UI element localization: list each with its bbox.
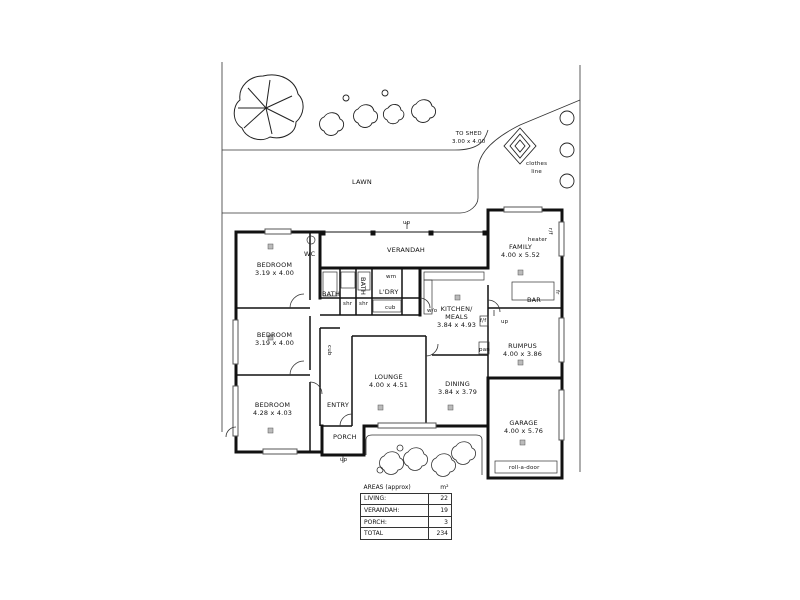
room-bath-2: BATH <box>359 277 367 296</box>
verandah-outline <box>319 230 489 269</box>
room-laundry: L'DRY <box>379 288 399 296</box>
step-up-label-rumpus: up <box>501 319 509 325</box>
room-kitchen-meals: KITCHEN/ MEALS 3.84 x 4.93 <box>437 305 476 329</box>
room-name-line2: MEALS <box>445 313 469 321</box>
fridge-label-bar: fr <box>554 290 560 295</box>
room-size: 4.00 x 3.86 <box>503 350 543 358</box>
shrub-row-top <box>319 89 437 136</box>
area-label: TOTAL <box>360 527 429 540</box>
front-garden <box>365 434 483 477</box>
room-dining: DINING 3.84 x 3.79 <box>438 380 477 396</box>
room-size: 3.19 x 4.00 <box>255 269 295 277</box>
clothesline-label: clothes line <box>526 160 547 176</box>
lawn-label: LAWN <box>352 178 372 186</box>
room-verandah: VERANDAH <box>387 246 425 254</box>
area-value: 234 <box>427 527 453 540</box>
room-name: BEDROOM <box>256 331 293 339</box>
room-name: DINING <box>445 380 470 388</box>
room-name: BEDROOM <box>256 261 293 269</box>
table-row: VERANDAH: 19 <box>360 504 453 517</box>
shed-label: TO SHED 3.00 x 4.00 <box>452 130 485 146</box>
room-garage: GARAGE 4.00 x 5.76 <box>504 419 543 435</box>
step-arrows <box>342 222 495 463</box>
clothesline-icon <box>503 127 537 165</box>
room-bar: BAR <box>527 296 542 304</box>
shower-label-1: shr <box>343 301 353 307</box>
fixtures <box>306 235 558 474</box>
room-lounge: LOUNGE 4.00 x 4.51 <box>369 373 408 389</box>
windows <box>232 206 565 455</box>
room-size: 4.00 x 5.76 <box>504 427 544 435</box>
room-size: 4.00 x 4.51 <box>369 381 409 389</box>
door-swings <box>225 293 501 438</box>
room-bedroom-3: BEDROOM 4.28 x 4.03 <box>253 401 292 417</box>
shrub-column-right <box>559 110 575 189</box>
heater-label: heater <box>528 237 548 243</box>
step-up-label-verandah: up <box>403 220 411 226</box>
room-name: FAMILY <box>509 243 533 251</box>
room-name: RUMPUS <box>508 342 537 350</box>
cupboard-label-hall: cub <box>326 345 332 356</box>
room-bedroom-2: BEDROOM 3.19 x 4.00 <box>255 331 294 347</box>
room-bedroom-1: BEDROOM 3.19 x 4.00 <box>255 261 294 277</box>
table-row: LIVING: 22 <box>360 492 453 506</box>
room-name-line1: KITCHEN/ <box>440 305 473 313</box>
room-name: GARAGE <box>509 419 538 427</box>
shower-label-2: shr <box>359 301 369 307</box>
room-rumpus: RUMPUS 4.00 x 3.86 <box>503 342 542 358</box>
table-row: TOTAL 234 <box>360 527 453 540</box>
fridge-label-family: r/f <box>547 228 553 235</box>
room-name: BEDROOM <box>254 401 291 409</box>
ceiling-lights <box>267 243 526 446</box>
area-value: 19 <box>427 504 453 517</box>
areas-table: AREAS (approx) m² LIVING: 22 VERANDAH: 1… <box>360 482 453 540</box>
step-up-label-porch: up <box>340 457 348 463</box>
areas-table-header: AREAS (approx) m² <box>361 482 452 493</box>
room-size: 3.84 x 3.79 <box>438 388 478 396</box>
cupboard-label-laundry: cub <box>385 305 396 311</box>
interior-walls <box>236 232 562 452</box>
room-entry: ENTRY <box>327 401 350 409</box>
lawn-edge <box>222 99 581 214</box>
area-value: 22 <box>427 492 453 506</box>
wall-oven-label: w/o <box>427 308 438 314</box>
shed-size: 3.00 x 4.00 <box>452 139 486 145</box>
roller-door-label: roll-a-door <box>509 465 540 471</box>
washing-machine-label: wm <box>386 274 397 280</box>
area-label: PORCH: <box>360 515 429 529</box>
areas-unit: m² <box>440 483 449 491</box>
room-bath: BATH <box>322 290 341 298</box>
pantry-label: pan <box>479 347 490 353</box>
area-value: 3 <box>427 515 453 529</box>
area-label: VERANDAH: <box>360 504 429 517</box>
room-wc: WC <box>304 250 316 258</box>
area-label: LIVING: <box>360 492 429 506</box>
areas-header: AREAS (approx) <box>363 483 411 491</box>
room-name: LOUNGE <box>374 373 403 381</box>
room-porch: PORCH <box>333 433 357 441</box>
clothesline-label-line1: clothes <box>526 161 548 167</box>
room-size: 3.19 x 4.00 <box>255 339 295 347</box>
room-size: 3.84 x 4.93 <box>437 321 477 329</box>
lot-boundary <box>221 62 581 472</box>
clothesline-label-line2: line <box>531 169 542 175</box>
room-family: FAMILY 4.00 x 5.52 <box>501 243 540 259</box>
room-size: 4.00 x 5.52 <box>501 251 541 259</box>
room-size: 4.28 x 4.03 <box>253 409 293 417</box>
fridge-freezer-label: f/f <box>480 318 487 324</box>
shed-label-line1: TO SHED <box>455 131 482 137</box>
table-row: PORCH: 3 <box>360 515 453 529</box>
large-tree-icon <box>233 74 304 141</box>
